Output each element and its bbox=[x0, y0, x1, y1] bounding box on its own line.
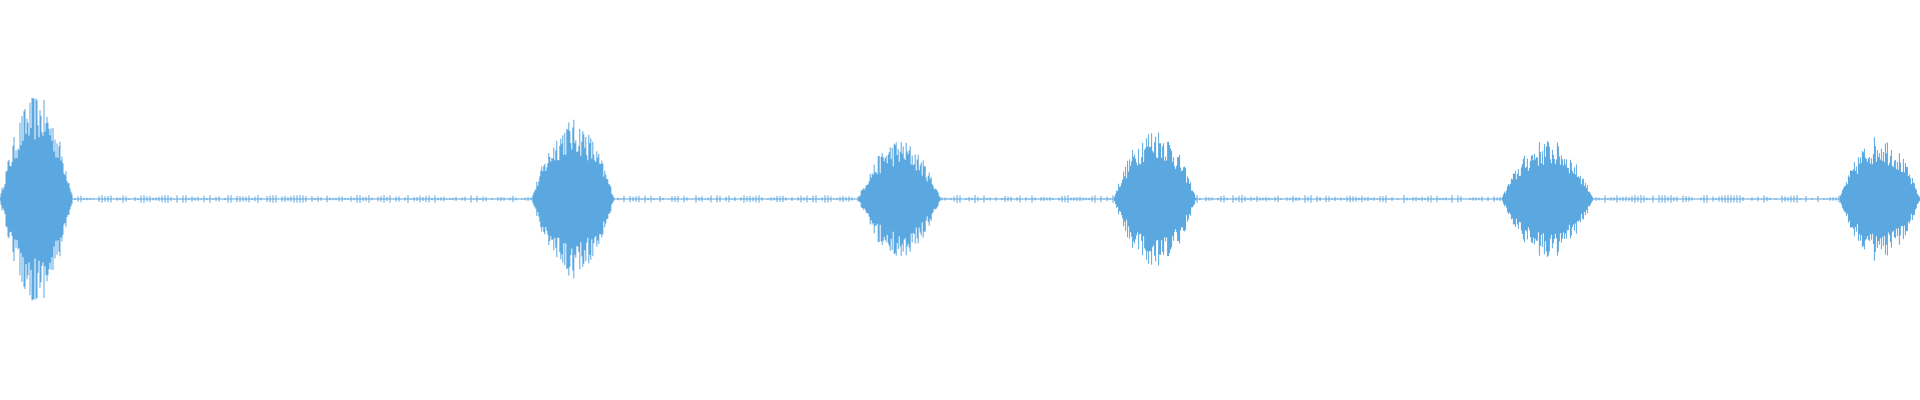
waveform-burst bbox=[532, 119, 615, 279]
waveform-burst bbox=[1114, 132, 1197, 266]
burst-trace bbox=[1114, 132, 1197, 266]
burst-trace bbox=[532, 119, 615, 279]
waveform-bursts bbox=[0, 97, 1920, 301]
